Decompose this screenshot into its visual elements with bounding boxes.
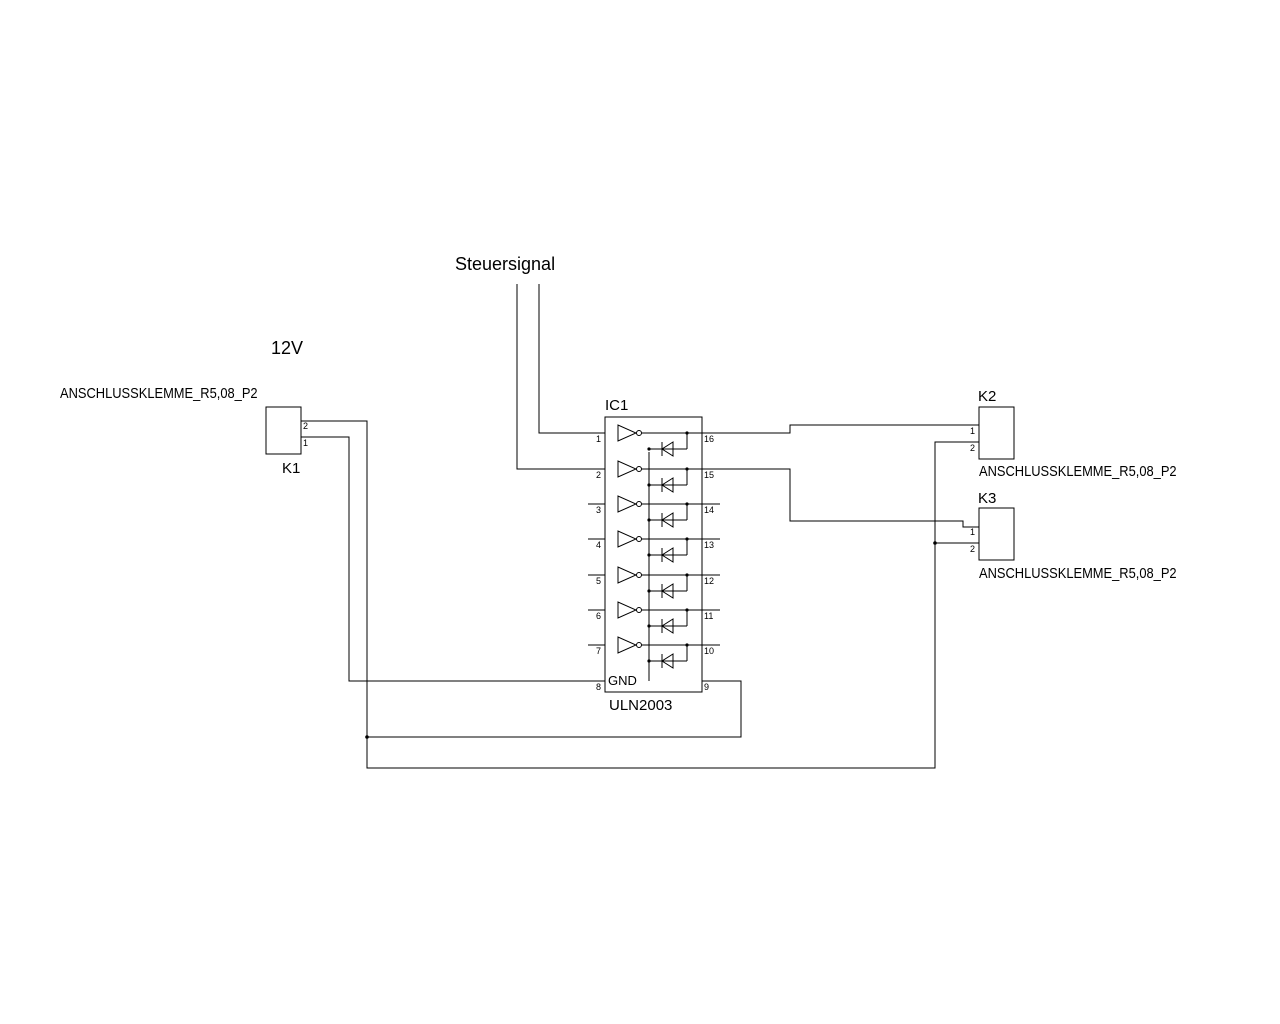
pin-number-left: 4 (596, 540, 601, 550)
diode-icon (661, 512, 674, 528)
diode-icon (661, 583, 674, 599)
connector-k3: K3 1 2 ANSCHLUSSKLEMME_R5,08_P2 (970, 490, 1177, 581)
buffer-triangle (617, 566, 638, 584)
k1-part-label: ANSCHLUSSKLEMME_R5,08_P2 (60, 384, 258, 401)
k3-part-label: ANSCHLUSSKLEMME_R5,08_P2 (979, 564, 1177, 581)
k1-pin-2: 2 (303, 421, 308, 431)
inverter-bubble (636, 536, 642, 542)
pin-number-left: 8 (596, 682, 601, 692)
diode-icon (661, 653, 674, 669)
k1-body (265, 406, 302, 455)
k3-pin-1: 1 (970, 527, 975, 537)
inverter-bubble (636, 642, 642, 648)
k3-ref-label: K3 (978, 490, 996, 507)
buffer-triangle (617, 530, 638, 548)
junction-dot (685, 537, 689, 541)
diode-icon (661, 618, 674, 634)
k2-pin-1: 1 (970, 426, 975, 436)
pin-number-right: 13 (704, 540, 714, 550)
junction-dot (685, 467, 689, 471)
pin-number-right: 15 (704, 470, 714, 480)
pin-number-right: 16 (704, 434, 714, 444)
k3-pin-2: 2 (970, 544, 975, 554)
ic1-ref-label: IC1 (605, 397, 628, 414)
junction-dot (685, 608, 689, 612)
diode-icon (661, 441, 674, 457)
control-signal-wires (516, 284, 597, 470)
junction-dot (685, 573, 689, 577)
pin-number-right: 14 (704, 505, 714, 515)
junction-dot (933, 541, 937, 545)
wire-com (367, 680, 742, 738)
inverter-bubble (636, 430, 642, 436)
diode-icon (661, 547, 674, 563)
pin-number-left: 1 (596, 434, 601, 444)
junction-dot (685, 431, 689, 435)
ic1-pins: 1 16 2 15 3 14 4 13 5 12 6 11 7 10 8 9 (588, 432, 720, 692)
wire-gnd (301, 436, 605, 682)
ic1-body (604, 416, 703, 693)
k2-body (978, 406, 1015, 460)
buffer-triangle (617, 424, 638, 442)
connector-k2: K2 1 2 ANSCHLUSSKLEMME_R5,08_P2 (970, 388, 1177, 479)
ic1-uln2003: IC1 GND ULN2003 1 16 2 15 3 14 4 13 5 12 6 11 7 10 8 9 (588, 397, 720, 714)
buffer-triangle (617, 460, 638, 478)
k2-ref-label: K2 (978, 388, 996, 405)
pin-number-right: 12 (704, 576, 714, 586)
connector-k1: ANSCHLUSSKLEMME_R5,08_P2 2 1 K1 (60, 384, 308, 477)
wire-12v-bus (301, 420, 979, 769)
supply-voltage-label: 12V (271, 338, 303, 358)
k3-body (978, 507, 1015, 561)
junction-dot (685, 502, 689, 506)
inverter-bubble (636, 607, 642, 613)
diode-icon (661, 477, 674, 493)
pin-number-right: 9 (704, 682, 709, 692)
pin-number-left: 5 (596, 576, 601, 586)
buffer-triangle (617, 636, 638, 654)
ic1-gnd-label: GND (608, 673, 637, 688)
junction-dot (365, 735, 369, 739)
junction-dot (647, 447, 651, 451)
pin-number-left: 3 (596, 505, 601, 515)
buffer-triangle (617, 601, 638, 619)
wires (301, 420, 979, 769)
wire-out2-k3 (702, 468, 979, 528)
wire-out1-k2 (702, 424, 979, 434)
k1-ref-label: K1 (282, 460, 300, 477)
junction-dot (685, 643, 689, 647)
buffer-triangle (617, 495, 638, 513)
control-signal-label: Steuersignal (455, 254, 555, 274)
pin-number-left: 6 (596, 611, 601, 621)
k2-pin-2: 2 (970, 443, 975, 453)
pin-number-right: 10 (704, 646, 714, 656)
inverter-bubble (636, 572, 642, 578)
inverter-bubble (636, 501, 642, 507)
k1-pin-1: 1 (303, 438, 308, 448)
pin-number-right: 11 (704, 611, 713, 621)
pin-number-left: 7 (596, 646, 601, 656)
ic1-channels (617, 424, 702, 681)
ic1-part-label: ULN2003 (609, 697, 672, 714)
pin-number-left: 2 (596, 470, 601, 480)
inverter-bubble (636, 466, 642, 472)
k2-part-label: ANSCHLUSSKLEMME_R5,08_P2 (979, 462, 1177, 479)
